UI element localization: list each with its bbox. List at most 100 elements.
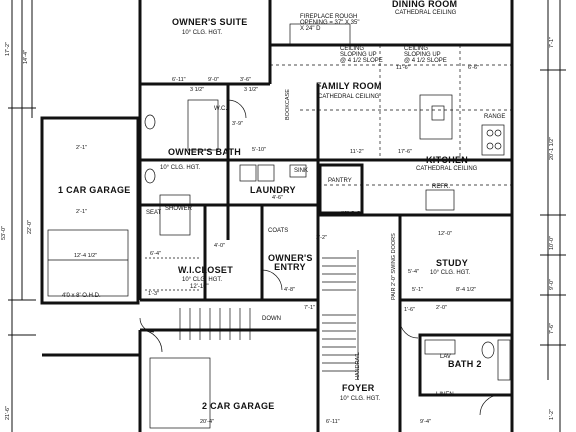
dimension-label: 17'-6" (398, 149, 413, 155)
toilet (144, 168, 156, 184)
washer (239, 164, 257, 182)
room-label-family: FAMILY ROOM (316, 81, 382, 91)
note-seat: SEAT (146, 210, 162, 216)
fireplace (289, 23, 351, 45)
door-swing (261, 269, 283, 291)
door-swing (139, 329, 163, 353)
dimension-label: 5'-1" (412, 287, 423, 293)
room-sub-wi-closet: 10° CLG. HGT. (182, 277, 223, 283)
toilet (481, 341, 495, 359)
room-label-pantry: PANTRY (328, 178, 352, 184)
tub-shower (497, 339, 511, 381)
dimension-label-vertical: 10'-0" (549, 235, 555, 250)
dimension-label-vertical: 22'-0" (27, 219, 33, 234)
dimension-label: 2'-1" (76, 209, 87, 215)
note-shower: SHOWER (165, 206, 192, 212)
dryer (257, 164, 275, 182)
note-down: DOWN (262, 316, 281, 322)
dimension-label: 11'-6" (396, 65, 410, 71)
room-sub2-wi-closet: 12'-10" (190, 284, 209, 290)
garage-steps (179, 308, 251, 340)
room-sub-owners-bath: 10° CLG. HGT. (160, 165, 201, 171)
room-label-dining: DINING ROOM (392, 0, 458, 9)
dimension-label: 6'-11" (326, 419, 340, 425)
dimension-label: 3 1/2" (244, 87, 259, 93)
note-refr: REFR. (432, 184, 450, 190)
room-label-garage-two: 2 CAR GARAGE (202, 401, 275, 411)
dimension-label-vertical: 9'-0" (549, 279, 555, 290)
burner (494, 129, 502, 137)
room-sub-dining: CATHEDRAL CEILING (395, 10, 457, 16)
garage-door-outline (47, 229, 129, 297)
room-label-owners-bath: OWNER'S BATH (168, 147, 242, 157)
dimension-label: 3 1/2" (190, 87, 205, 93)
dimension-label: 20'-4" (200, 419, 215, 425)
room-label-foyer: FOYER (342, 383, 375, 393)
door-swing (479, 394, 501, 416)
dimension-label-vertical: 1'-2" (549, 409, 555, 420)
note-ceiling-a: CEILING SLOPING UP @ 4 1/2 SLOPE (340, 46, 383, 64)
room-label-study: STUDY (436, 258, 469, 268)
kitchen-island (419, 94, 453, 140)
dimension-label: 3'-6" (240, 77, 251, 83)
note-lav: LAV (440, 354, 451, 360)
tub (187, 99, 219, 151)
wall-pantry (318, 163, 364, 215)
dimension-label: 6'-11" (172, 77, 186, 83)
dimension-label: 8'-4 1/2" (456, 287, 477, 293)
room-sub-kitchen: CATHEDRAL CEILING (416, 166, 478, 172)
dimension-label: 9'-0" (208, 77, 219, 83)
room-sub-family: CATHEDRAL CEILING (318, 94, 380, 100)
room-sub-foyer: 10° CLG. HGT. (340, 396, 381, 402)
island-sink (431, 105, 445, 121)
room-label-kitchen: KITCHEN (426, 155, 469, 165)
range (481, 124, 505, 156)
dimension-label-vertical: 7'-1" (549, 37, 555, 48)
dimension-label-vertical: 17'-2" (5, 41, 11, 56)
dimension-label: 11'-2" (350, 149, 364, 155)
dimension-label: 4'-8" (284, 287, 295, 293)
dimension-label: 1'-6" (404, 307, 415, 313)
dimension-label-vertical: 20'-1 1/2" (549, 136, 555, 160)
note-on-center: 4'0" O.C. (340, 211, 362, 217)
dimension-label: 5'-4" (408, 269, 419, 275)
laundry-sink (289, 164, 307, 178)
note-coats: COATS (268, 228, 289, 234)
dimension-label: 2'-1" (76, 145, 87, 151)
room-label-laundry: LAUNDRY (250, 185, 296, 195)
note-ceiling-b: CEILING SLOPING UP @ 4 1/2 SLOPE (404, 46, 447, 64)
burner (486, 129, 494, 137)
dimension-label: 2'-0" (436, 305, 447, 311)
dimension-label: 1'-3" (148, 291, 159, 297)
note-swing-door: PAIR 2'-0" SWING DOORS (391, 233, 397, 300)
door-swing (227, 99, 247, 119)
note-handrail: HANDRAIL (355, 352, 361, 380)
shower (159, 194, 191, 236)
room-label-owners-suite: OWNER'S SUITE (172, 17, 248, 27)
note-linen: LINEN (436, 392, 454, 398)
door-swing (399, 319, 419, 339)
room-sub-owners-suite: 10° CLG. HGT. (182, 30, 223, 36)
wall-one-car-garage (40, 116, 140, 305)
wall-bath-two (418, 333, 514, 397)
dimension-label: 5'-10" (252, 147, 267, 153)
dimension-label-vertical: 14'-4" (23, 49, 29, 64)
dimension-label-vertical: 53'-0" (1, 225, 7, 240)
dimension-label: 2'-2" (316, 235, 327, 241)
note-sink: SINK (294, 168, 309, 174)
note-fireplace: FIREPLACE ROUGH OPENING = 37" X 35" X 24… (300, 14, 360, 32)
dimension-label: 7'-1" (304, 305, 315, 311)
room-sub-study: 10° CLG. HGT. (430, 270, 471, 276)
note-bookcase: BOOKCASE (285, 89, 291, 120)
room-label-wi-closet: W.I.CLOSET (178, 265, 234, 275)
burner (494, 142, 502, 150)
dimension-label: 12'-0" (438, 231, 453, 237)
dimension-label-vertical: 7'-6" (549, 323, 555, 334)
garage-bay (149, 357, 211, 429)
dimension-label: 6'-6" (468, 65, 479, 71)
vanity (424, 339, 456, 355)
door-swing (139, 317, 155, 333)
dimension-label: 12'-4 1/2" (74, 253, 98, 259)
